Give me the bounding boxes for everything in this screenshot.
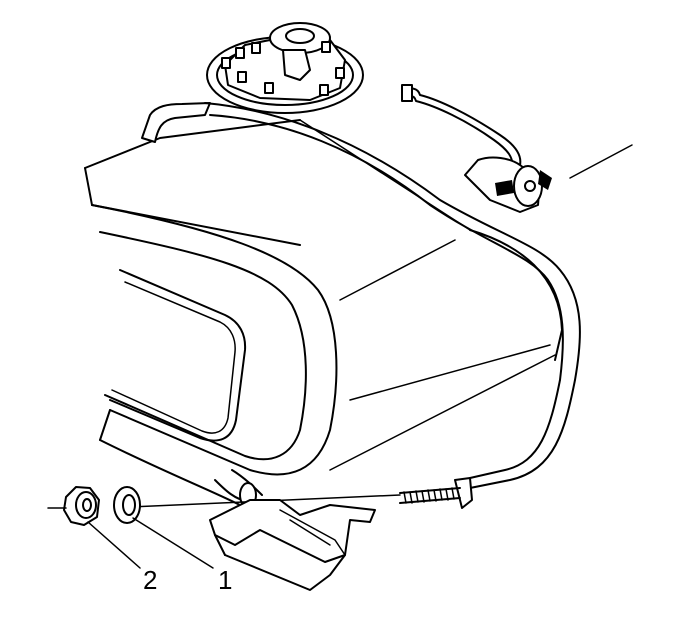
callout-leaders: [87, 517, 214, 569]
washer: [113, 486, 141, 524]
fuel-line: [401, 84, 522, 169]
leader-line-1: [132, 517, 214, 569]
connector-canister: [464, 144, 633, 213]
leader-line-2: [87, 521, 141, 569]
frame-crossmember: [209, 499, 376, 591]
sender-bolts: [221, 41, 345, 96]
tank-strap: [141, 102, 581, 509]
callout-label-1: 1: [218, 565, 232, 595]
nut: [47, 486, 100, 526]
bolt-threads: [403, 487, 455, 504]
callout-label-2: 2: [143, 565, 157, 595]
strap-bolt: [129, 487, 461, 508]
fuel-sender-module: [206, 22, 364, 114]
